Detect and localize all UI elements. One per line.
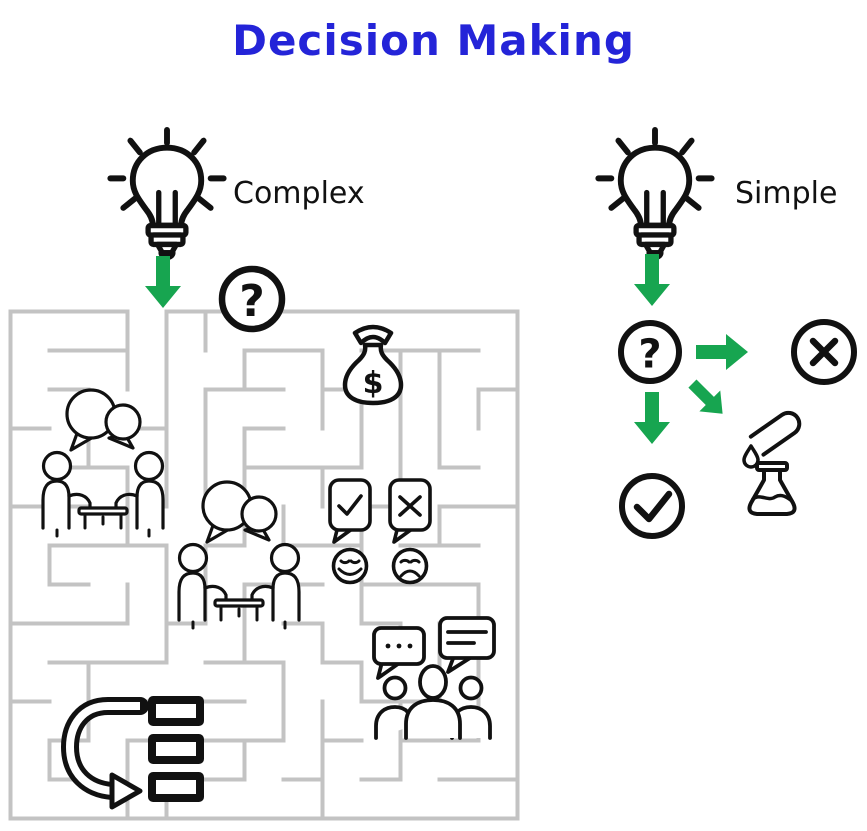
drop — [742, 444, 760, 469]
list-item — [148, 772, 204, 802]
text-bubble — [438, 616, 496, 660]
question-mark: ? — [638, 331, 661, 377]
complex-label: Complex — [233, 176, 365, 211]
check-bubble — [328, 478, 372, 532]
flask-rim — [755, 461, 789, 472]
question-circle-icon: ? — [218, 265, 286, 333]
simple-label: Simple — [735, 176, 838, 211]
discussion-table-icon — [41, 388, 165, 538]
check-circle-icon — [619, 473, 685, 539]
check-mark — [337, 494, 363, 516]
experiment-flask-icon — [742, 410, 802, 516]
list-item — [148, 734, 204, 764]
diagonal-arrow-icon — [682, 373, 734, 425]
list-item — [148, 696, 204, 726]
pros-cons-faces-icon — [328, 478, 432, 585]
right-arrow-icon — [696, 334, 748, 370]
group-chat-icon — [372, 616, 496, 740]
lightbulb-icon — [110, 130, 223, 257]
person-head — [418, 664, 448, 700]
bag-knot — [352, 324, 394, 346]
person-head — [458, 675, 484, 701]
happy-face — [331, 547, 369, 585]
page-title: Decision Making — [232, 16, 635, 65]
iteration-list-icon — [61, 696, 204, 810]
discussion-table-icon — [177, 480, 301, 630]
dollar-sign: $ — [363, 366, 384, 401]
maze — [8, 309, 520, 821]
down-arrow-icon — [634, 392, 670, 444]
check-mark — [633, 490, 673, 523]
sad-face — [391, 547, 429, 585]
liquid-line — [751, 493, 794, 503]
cross-circle-icon — [791, 319, 857, 385]
flask-body — [747, 468, 797, 516]
lightbulb-icon — [598, 130, 711, 257]
question-mark: ? — [239, 276, 265, 327]
down-arrow-icon — [145, 256, 181, 308]
arrow-head — [109, 772, 143, 810]
money-bag-icon: $ — [342, 324, 404, 406]
question-circle-icon: ? — [618, 320, 682, 384]
cross-mark — [398, 495, 422, 517]
test-tube — [748, 410, 802, 457]
down-arrow-icon — [634, 254, 670, 306]
cross-mark — [809, 337, 839, 367]
person-head — [382, 675, 408, 701]
